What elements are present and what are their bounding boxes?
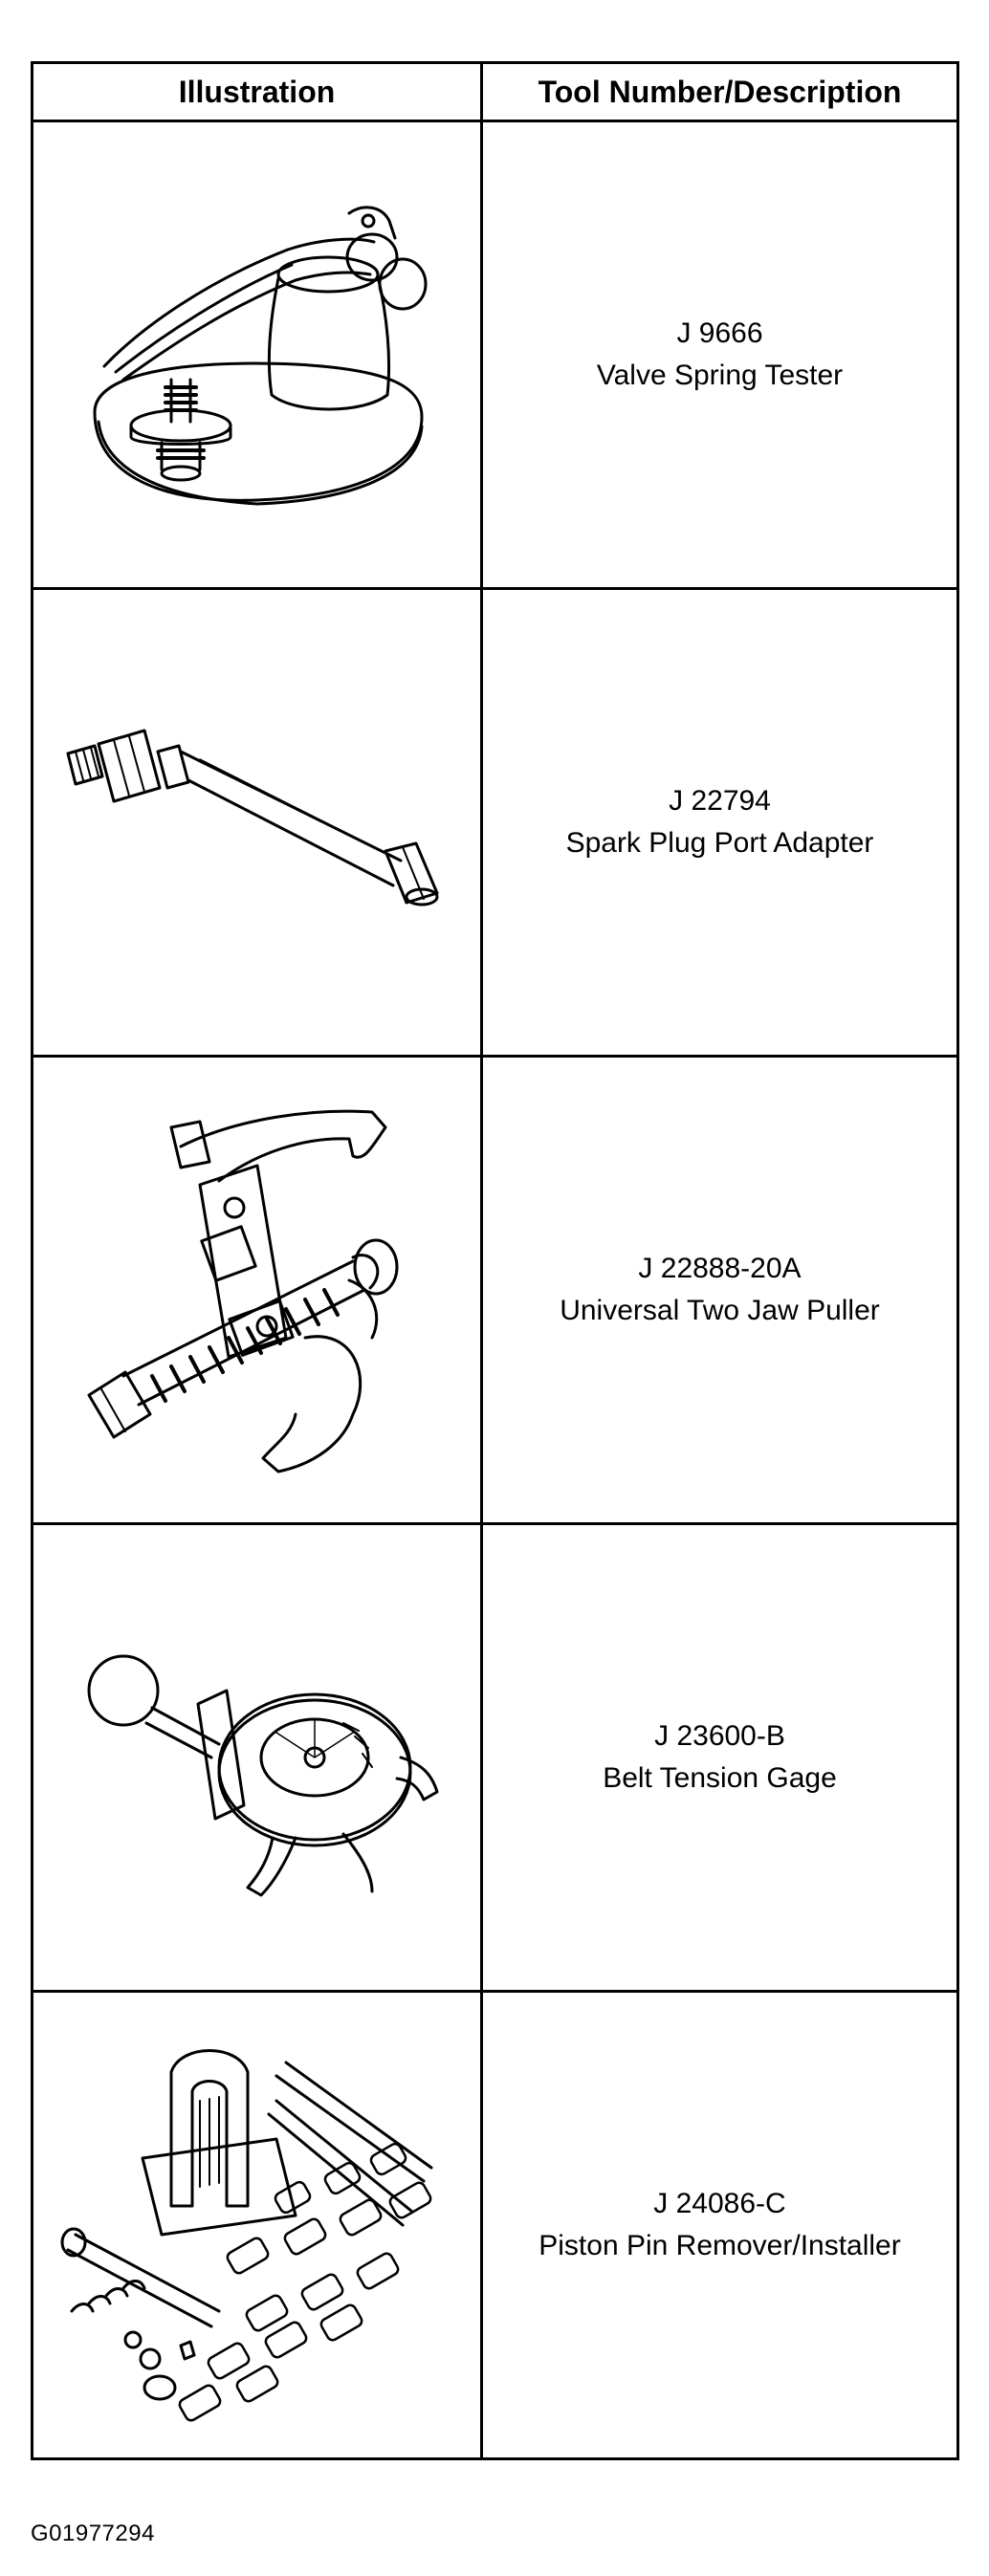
table-row: J 24086-C Piston Pin Remover/Installer: [31, 1990, 959, 2460]
two-jaw-puller-icon: [87, 1109, 398, 1474]
belt-tension-gage-icon: [87, 1654, 438, 1897]
tool-description: Piston Pin Remover/Installer: [538, 2230, 901, 2261]
table-row: J 22888-20A Universal Two Jaw Puller: [31, 1055, 959, 1525]
illustration-cell: [31, 1522, 483, 1993]
illustration-cell: [31, 587, 483, 1058]
tool-description: Belt Tension Gage: [603, 1762, 837, 1794]
valve-spring-tester-icon: [93, 206, 427, 506]
spark-plug-port-adapter-icon: [66, 729, 438, 906]
piston-pin-remover-installer-icon: [60, 2049, 432, 2422]
illustration-cell: [31, 1990, 483, 2460]
tool-description: Valve Spring Tester: [596, 360, 844, 391]
description-cell: J 22794 Spark Plug Port Adapter: [480, 587, 959, 1058]
table-row: J 9666 Valve Spring Tester: [31, 120, 959, 590]
header-illustration: Illustration: [31, 61, 483, 122]
tool-description: Spark Plug Port Adapter: [565, 827, 874, 859]
tool-description: Universal Two Jaw Puller: [560, 1295, 880, 1326]
tool-number: J 24086-C: [653, 2188, 786, 2219]
table-header-row: Illustration Tool Number/Description: [31, 61, 959, 122]
table-row: J 22794 Spark Plug Port Adapter: [31, 587, 959, 1058]
description-cell: J 22888-20A Universal Two Jaw Puller: [480, 1055, 959, 1525]
header-tool-description: Tool Number/Description: [480, 61, 959, 122]
description-cell: J 24086-C Piston Pin Remover/Installer: [480, 1990, 959, 2460]
tool-number: J 23600-B: [654, 1720, 785, 1752]
tool-number: J 22888-20A: [638, 1253, 802, 1284]
tool-table: Illustration Tool Number/Description: [31, 61, 959, 2460]
description-cell: J 9666 Valve Spring Tester: [480, 120, 959, 590]
illustration-cell: [31, 120, 483, 590]
tool-number: J 9666: [676, 317, 763, 349]
description-cell: J 23600-B Belt Tension Gage: [480, 1522, 959, 1993]
figure-code: G01977294: [31, 2521, 155, 2546]
tool-number: J 22794: [669, 785, 771, 817]
illustration-cell: [31, 1055, 483, 1525]
table-row: J 23600-B Belt Tension Gage: [31, 1522, 959, 1993]
